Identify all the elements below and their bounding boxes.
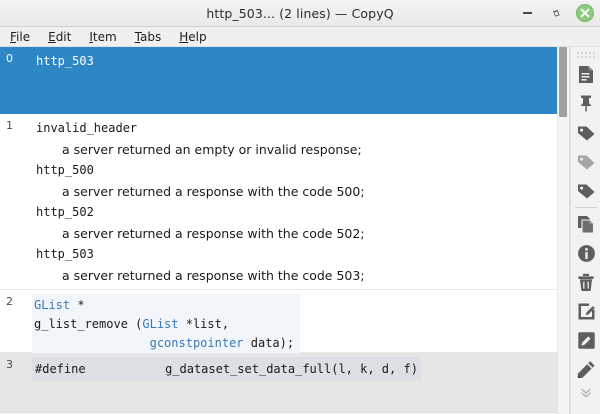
- menu-edit-mnemonic: E: [48, 29, 56, 44]
- scrollbar-thumb[interactable]: [559, 47, 567, 117]
- item-index: 1: [6, 119, 13, 132]
- edit-box-icon[interactable]: [571, 297, 600, 326]
- pencil-icon[interactable]: [571, 355, 600, 384]
- title-bar: http_503... (2 lines) — CopyQ: [0, 0, 600, 27]
- menu-item-rest: tem: [92, 29, 117, 44]
- item-index: 3: [6, 358, 13, 371]
- define-gap: [86, 362, 165, 376]
- tag-light-icon[interactable]: [571, 147, 600, 176]
- menu-bar: File Edit Item Tabs Help: [0, 27, 600, 47]
- code-line: gconstpointer data);: [34, 334, 295, 353]
- copy-icon[interactable]: [571, 210, 600, 239]
- menu-tabs-rest: abs: [140, 29, 162, 44]
- list-item-0[interactable]: 0 http_503: [0, 47, 557, 114]
- define-code-span: #define g_dataset_set_data_full(l, k, d,…: [32, 357, 421, 381]
- define-keyword: #define: [35, 362, 86, 376]
- code-block: GList * g_list_remove (GList *list, gcon…: [32, 294, 301, 356]
- menu-file[interactable]: File: [8, 30, 32, 44]
- item-line-text: http_502: [36, 205, 94, 219]
- code-line: g_list_remove (GList *list,: [34, 315, 294, 334]
- minimize-icon[interactable]: [518, 4, 536, 22]
- toolbar-overflow-icon[interactable]: [571, 384, 600, 402]
- menu-edit-rest: dit: [55, 29, 72, 44]
- item-line-text: a server returned a response with the co…: [62, 226, 365, 241]
- item-index: 0: [6, 52, 13, 65]
- tag-dark-icon[interactable]: [571, 118, 600, 147]
- menu-edit[interactable]: Edit: [46, 30, 73, 44]
- item-content: invalid_header a server returned an empt…: [32, 114, 557, 289]
- item-content: #define g_dataset_set_data_full(l, k, d,…: [32, 353, 557, 412]
- menu-help-rest: elp: [188, 29, 207, 44]
- vertical-scrollbar[interactable]: [557, 47, 570, 414]
- toolbar-separator: [575, 207, 597, 208]
- define-macro: g_dataset_set_data_full(l, k, d, f): [165, 362, 418, 376]
- edit-filled-icon[interactable]: [571, 326, 600, 355]
- menu-file-rest: ile: [16, 29, 31, 44]
- pin-icon[interactable]: [571, 89, 600, 118]
- close-icon[interactable]: [576, 4, 594, 22]
- item-line-text: http_503: [36, 247, 94, 261]
- window-controls: [518, 0, 594, 26]
- trash-icon[interactable]: [571, 268, 600, 297]
- item-index: 2: [6, 295, 13, 308]
- item-line-text: http_503: [36, 54, 94, 68]
- menu-tabs[interactable]: Tabs: [133, 30, 164, 44]
- item-toolbar: [570, 47, 600, 414]
- code-token-plain: *: [70, 298, 85, 312]
- menu-help-mnemonic: H: [179, 29, 189, 44]
- menu-item-mnemonic: I: [89, 29, 93, 44]
- menu-help[interactable]: Help: [177, 30, 208, 44]
- main-area: 0 http_503 1 invalid_header a server ret…: [0, 47, 600, 414]
- item-content: GList * g_list_remove (GList *list, gcon…: [32, 290, 557, 356]
- drag-handle-icon[interactable]: [575, 49, 597, 60]
- item-line-text: invalid_header: [36, 121, 138, 135]
- list-item-1[interactable]: 1 invalid_header a server returned an em…: [0, 114, 557, 290]
- code-token-plain: *list,: [178, 317, 230, 331]
- item-line-text: a server returned a response with the co…: [62, 268, 365, 283]
- menu-item[interactable]: Item: [87, 30, 118, 44]
- code-token-plain: g_list_remove (: [34, 317, 143, 331]
- menu-file-mnemonic: F: [10, 29, 17, 44]
- code-token-plain: data);: [243, 336, 295, 350]
- list-item-2[interactable]: 2 GList * g_list_remove (GList *list, gc…: [0, 290, 557, 356]
- document-icon[interactable]: [571, 60, 600, 89]
- code-token-type: GList: [142, 317, 179, 331]
- item-line-text: a server returned an empty or invalid re…: [62, 142, 362, 157]
- code-token-type: GList: [34, 298, 71, 312]
- menu-tabs-mnemonic: T: [134, 29, 141, 44]
- maximize-icon[interactable]: [547, 4, 565, 22]
- tag-dark2-icon[interactable]: [571, 176, 600, 205]
- code-line: GList *: [34, 296, 294, 315]
- item-line-text: http_500: [36, 163, 94, 177]
- code-token-plain: [34, 336, 150, 350]
- window-title: http_503... (2 lines) — CopyQ: [206, 5, 394, 21]
- item-line-text: a server returned a response with the co…: [62, 184, 365, 199]
- item-content: http_503: [32, 47, 557, 113]
- info-icon[interactable]: [571, 239, 600, 268]
- list-item-3[interactable]: 3 #define g_dataset_set_data_full(l, k, …: [0, 353, 557, 413]
- code-token-type: gconstpointer: [149, 336, 244, 350]
- clipboard-item-list[interactable]: 0 http_503 1 invalid_header a server ret…: [0, 47, 557, 414]
